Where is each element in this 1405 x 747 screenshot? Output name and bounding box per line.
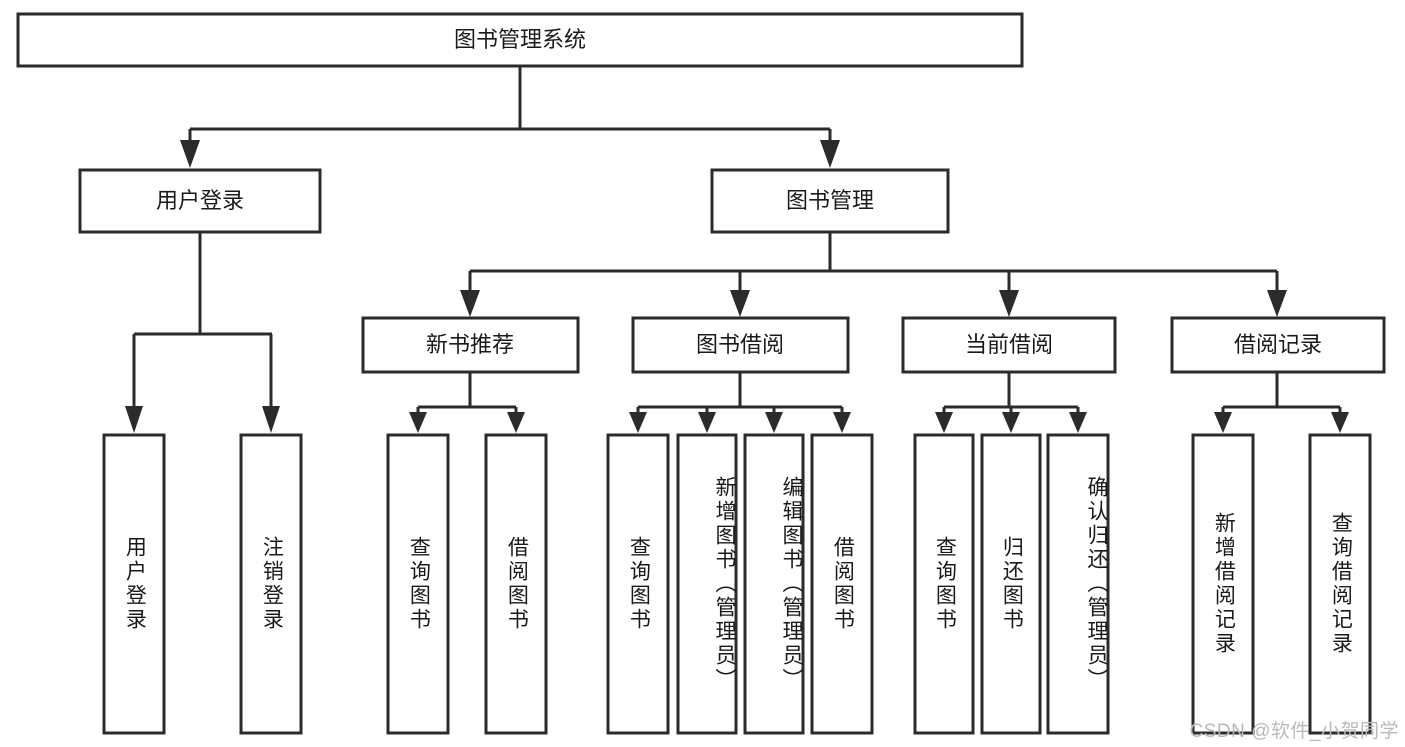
arrow-head-leaf-borrow-book-1 — [507, 412, 525, 433]
node-book-borrow[interactable]: 图书借阅 — [631, 316, 850, 374]
leaf-box-query-book-1[interactable] — [386, 433, 450, 735]
node-root[interactable]: 图书管理系统 — [16, 12, 1024, 68]
node-new-book-recommend-label: 新书推荐 — [426, 332, 514, 357]
leaf-box-return-book[interactable] — [980, 433, 1042, 735]
arrow-head-leaf-query-book-1 — [409, 412, 427, 433]
node-borrow-record-label-box[interactable] — [1170, 316, 1386, 374]
arrow-head-leaf-user-login — [125, 406, 143, 433]
node-user-login-box[interactable] — [78, 168, 322, 234]
arrow-head-leaf-add-book — [698, 412, 716, 433]
arrow-head-book-borrow — [730, 290, 750, 317]
arrow-head-leaf-query-record — [1331, 412, 1349, 433]
connector-root-to-level2 — [180, 66, 840, 168]
node-borrow-record-label: 借阅记录 — [1234, 332, 1322, 357]
node-book-management[interactable]: 图书管理 — [710, 168, 950, 234]
leaf-box-add-borrow-record[interactable] — [1191, 433, 1255, 735]
node-current-borrow-box[interactable] — [901, 316, 1117, 374]
node-root-label: 图书管理系统 — [454, 27, 586, 52]
arrow-head-new-book-rec — [460, 290, 480, 317]
connector-borrow-record-to-leaves — [1214, 372, 1349, 433]
leaf-box-edit-book[interactable] — [743, 433, 805, 735]
arrow-head-borrow-record — [1267, 290, 1287, 317]
connector-user-login-to-leaves — [125, 232, 280, 433]
leaf-box-user-login[interactable] — [102, 433, 166, 735]
node-book-management-label: 图书管理 — [786, 188, 874, 213]
node-current-borrow[interactable]: 当前借阅 — [901, 316, 1117, 374]
arrow-head-current-borrow — [999, 290, 1019, 317]
arrow-head-leaf-return-book — [1002, 412, 1020, 433]
node-new-book-recommend-box[interactable] — [361, 316, 580, 374]
node-user-login[interactable]: 用户登录 — [78, 168, 322, 234]
leaf-boxes — [102, 433, 1372, 735]
node-current-borrow-label: 当前借阅 — [965, 332, 1053, 357]
arrow-head-user-login — [180, 140, 200, 168]
connector-new-book-rec-to-leaves — [409, 372, 525, 433]
node-root-box[interactable] — [16, 12, 1024, 68]
node-borrow-record[interactable]: 借阅记录 — [1170, 316, 1386, 374]
connector-current-borrow-to-leaves — [935, 372, 1087, 433]
node-book-borrow-box[interactable] — [631, 316, 850, 374]
node-book-borrow-label: 图书借阅 — [696, 332, 784, 357]
leaf-box-logout[interactable] — [239, 433, 303, 735]
leaf-box-borrow-book-1[interactable] — [484, 433, 548, 735]
leaf-box-query-borrow-record[interactable] — [1308, 433, 1372, 735]
watermark-text: CSDN @软件_小贺同学 — [1189, 721, 1399, 742]
leaf-box-borrow-book-2[interactable] — [810, 433, 874, 735]
leaf-box-confirm-return[interactable] — [1046, 433, 1110, 735]
arrow-head-leaf-edit-book — [765, 412, 783, 433]
connector-book-mgmt-to-level3 — [460, 232, 1287, 317]
node-user-login-label: 用户登录 — [156, 188, 244, 213]
connector-book-borrow-to-leaves — [629, 372, 851, 433]
node-book-management-box[interactable] — [710, 168, 950, 234]
leaf-box-query-book-2[interactable] — [606, 433, 670, 735]
arrow-head-leaf-query-book-3 — [935, 412, 953, 433]
leaf-box-add-book[interactable] — [676, 433, 738, 735]
leaf-box-query-book-3[interactable] — [913, 433, 975, 735]
arrow-head-leaf-borrow-book-2 — [833, 412, 851, 433]
arrow-head-leaf-confirm-return — [1069, 412, 1087, 433]
arrow-head-book-mgmt — [820, 140, 840, 168]
arrow-head-leaf-add-record — [1214, 412, 1232, 433]
node-new-book-recommend[interactable]: 新书推荐 — [361, 316, 580, 374]
arrow-head-leaf-query-book-2 — [629, 412, 647, 433]
arrow-head-leaf-logout — [262, 406, 280, 433]
